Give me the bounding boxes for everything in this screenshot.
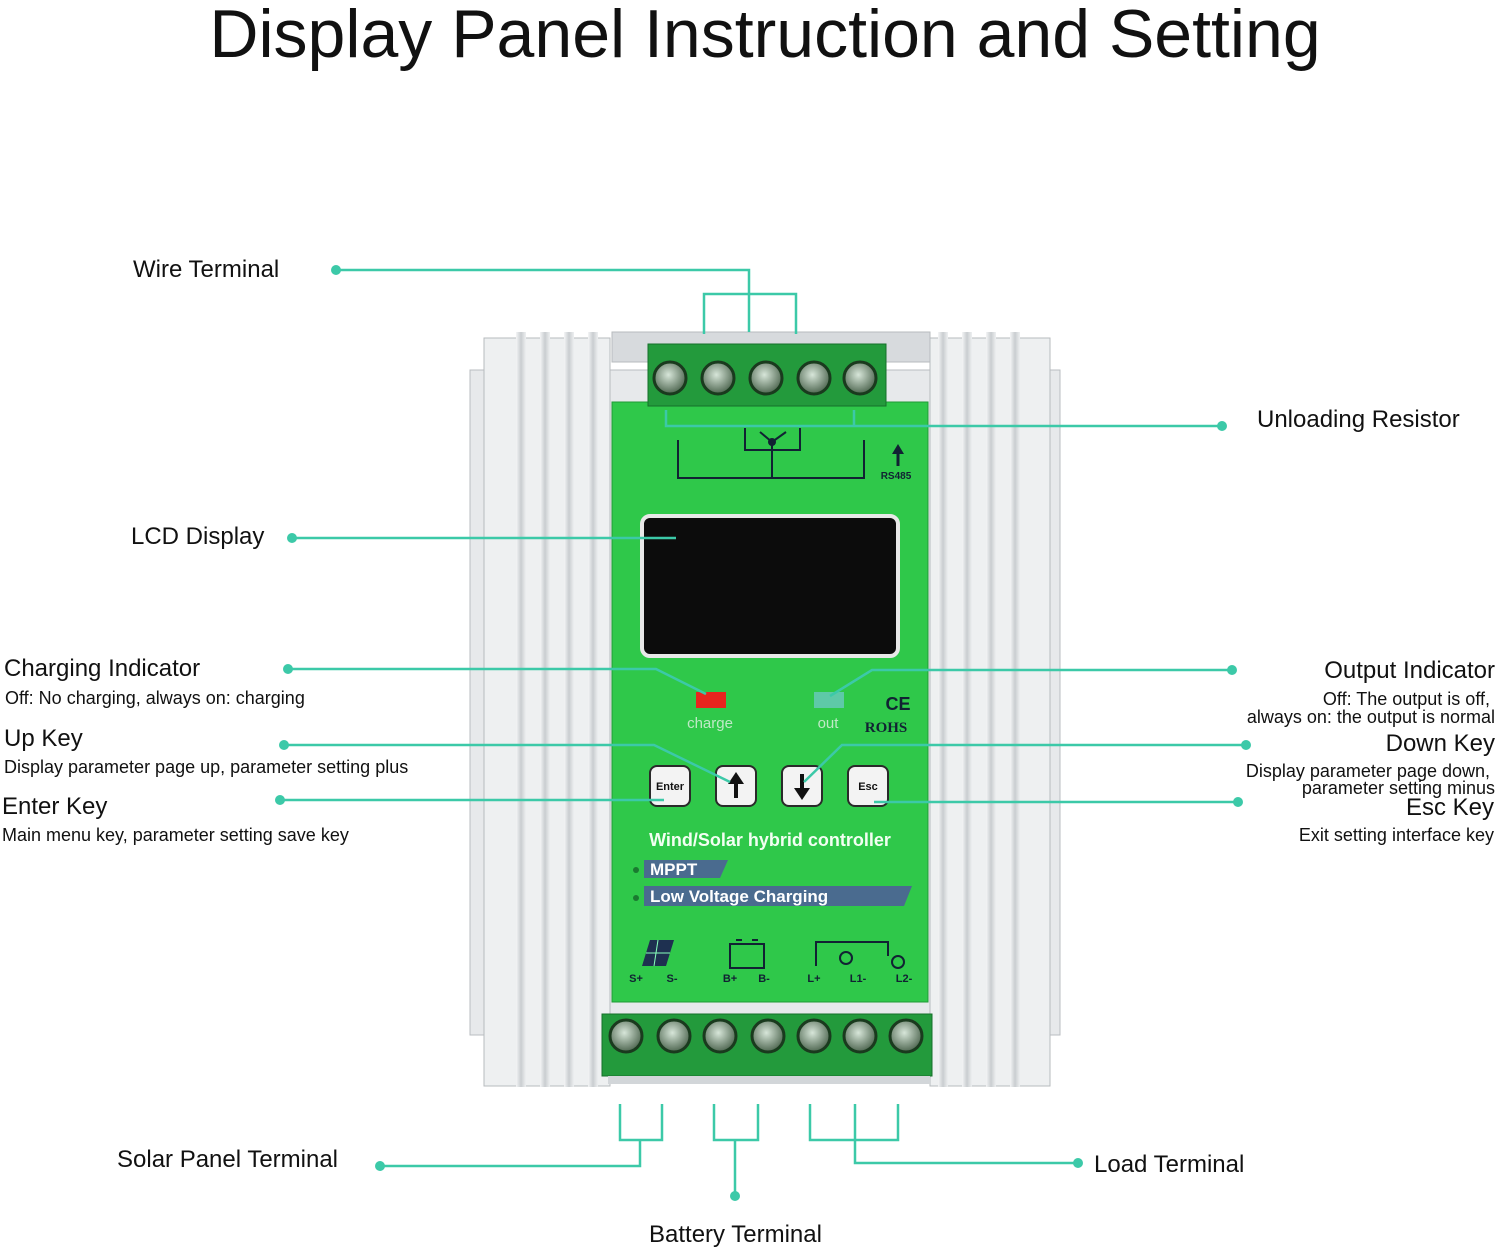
charge-indicator-led (696, 692, 726, 708)
rohs-mark: ROHS (865, 720, 908, 736)
enter-button[interactable]: Enter (649, 765, 691, 807)
label-esc-key-desc: Exit setting interface key (1298, 825, 1494, 845)
green-front-panel (611, 401, 929, 1003)
up-arrow-icon (892, 444, 904, 466)
up-button[interactable] (715, 765, 757, 807)
label-output-indicator-desc-1: Off: The output is off, (1322, 689, 1490, 709)
output-indicator-led (814, 692, 844, 708)
esc-button[interactable]: Esc (847, 765, 889, 807)
bottom-terminal-block (601, 1013, 933, 1077)
terminal-label-l2-minus: L2- (896, 973, 913, 985)
label-solar-panel-terminal: Solar Panel Terminal (117, 1146, 339, 1173)
leader-battery-terminal (712, 1104, 760, 1196)
top-terminal-block (647, 343, 887, 407)
ce-mark: CE (885, 694, 910, 714)
leader-output-indicator (829, 668, 1232, 698)
right-heatsink-fins (938, 332, 1020, 1087)
leader-down-key (803, 743, 1246, 783)
leader-charging-indicator (288, 667, 707, 696)
terminal-label-s-minus: S- (667, 973, 678, 985)
enter-button-label: Enter (656, 781, 685, 793)
down-button[interactable] (781, 765, 823, 807)
label-output-indicator-desc-2: always on: the output is normal (1246, 707, 1495, 727)
leader-dots (275, 265, 1251, 1201)
low-voltage-badge-label: Low Voltage Charging (650, 887, 828, 906)
wind-turbine-icon (677, 428, 865, 479)
terminal-label-b-minus: B- (758, 973, 770, 985)
label-lcd-display: LCD Display (131, 523, 265, 550)
terminal-label-b-plus: B+ (723, 973, 737, 985)
terminal-label-l-plus: L+ (807, 973, 820, 985)
leader-solar-terminal (380, 1104, 664, 1168)
label-down-key-desc-2: parameter setting minus (1301, 778, 1495, 798)
label-charging-indicator: Charging Indicator (4, 655, 201, 682)
label-up-key: Up Key (4, 725, 83, 752)
solar-panel-icon (642, 939, 674, 967)
down-arrow-icon (794, 774, 810, 800)
rs485-label: RS485 (881, 471, 912, 482)
bulb-icon (815, 941, 905, 969)
label-charging-indicator-desc: Off: No charging, always on: charging (5, 688, 305, 708)
leader-wire-terminal (336, 268, 798, 334)
label-wire-terminal: Wire Terminal (133, 256, 280, 283)
terminal-label-l1-minus: L1- (850, 973, 867, 985)
label-down-key: Down Key (1385, 730, 1495, 757)
product-name: Wind/Solar hybrid controller (649, 830, 891, 850)
out-led-label: out (818, 715, 840, 732)
charge-led-label: charge (687, 715, 733, 732)
mppt-badge (644, 860, 728, 878)
leader-lines (280, 268, 1246, 1196)
esc-button-label: Esc (858, 781, 878, 793)
leader-up-key (284, 743, 731, 784)
label-esc-key: Esc Key (1405, 794, 1494, 821)
label-up-key-desc: Display parameter page up, parameter set… (4, 757, 409, 777)
left-heatsink-fins (516, 332, 598, 1087)
label-enter-key-desc: Main menu key, parameter setting save ke… (2, 825, 349, 845)
label-down-key-desc-1: Display parameter page down, (1245, 761, 1490, 781)
bottom-terminal-labels: S+ S- B+ B- L+ L1- L2- (629, 973, 912, 985)
label-load-terminal: Load Terminal (1094, 1151, 1245, 1178)
label-output-indicator: Output Indicator (1324, 657, 1495, 684)
low-voltage-badge (644, 886, 912, 906)
leader-load-terminal (808, 1104, 1078, 1165)
lcd-screen (640, 514, 900, 658)
page-title: Display Panel Instruction and Setting (209, 0, 1321, 72)
up-arrow-icon (728, 772, 744, 798)
label-unloading-resistor: Unloading Resistor (1257, 406, 1460, 433)
mppt-badge-label: MPPT (650, 860, 698, 879)
battery-icon (729, 939, 765, 969)
label-battery-terminal: Battery Terminal (649, 1221, 822, 1248)
label-enter-key: Enter Key (2, 793, 108, 820)
leader-unloading-resistor (664, 410, 1222, 428)
terminal-label-s-plus: S+ (629, 973, 643, 985)
